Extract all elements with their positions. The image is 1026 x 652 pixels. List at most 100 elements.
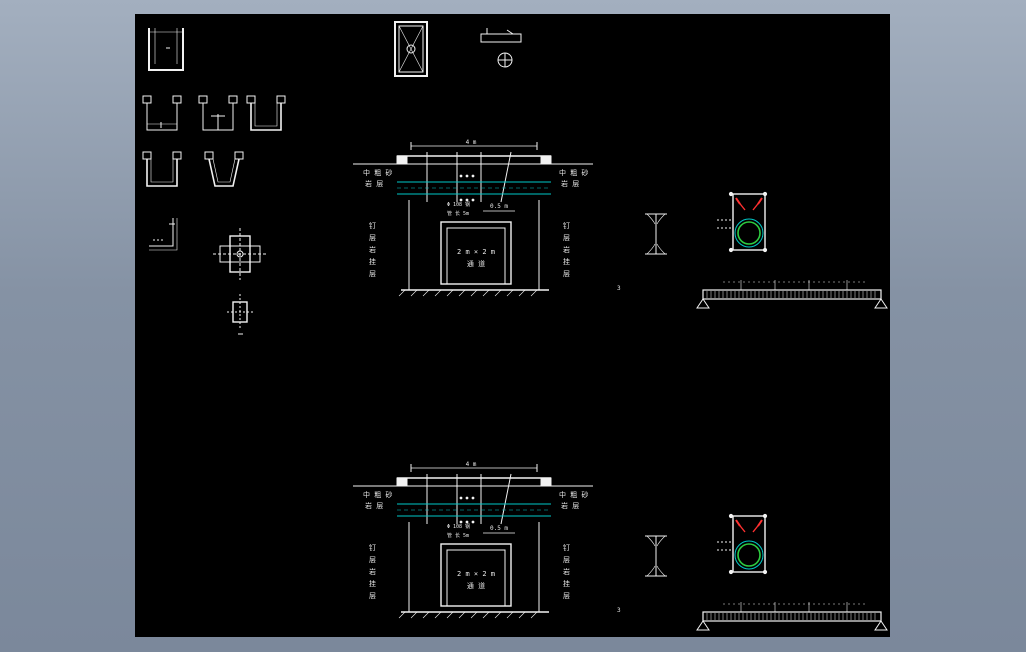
label-left-2: 岩 层 bbox=[365, 179, 383, 188]
pipe-inner bbox=[737, 221, 761, 245]
label-left-1: 中 粗 砂 bbox=[363, 490, 392, 499]
grout-dot bbox=[471, 496, 475, 500]
slab-end-right bbox=[540, 155, 552, 165]
base-hatch bbox=[458, 289, 466, 297]
tunnel-label-size: 2 m × 2 m bbox=[457, 248, 495, 256]
side-marker: 3 bbox=[617, 285, 621, 292]
base-hatch bbox=[518, 289, 526, 297]
base-hatch bbox=[530, 289, 538, 297]
grout-dot bbox=[465, 496, 469, 500]
anchor-detail bbox=[480, 28, 522, 68]
base-hatch bbox=[482, 289, 490, 297]
wall-left-label: 挂 bbox=[369, 257, 376, 266]
truss-body bbox=[702, 611, 882, 622]
pipe-brace bbox=[736, 199, 762, 211]
base-hatch bbox=[518, 611, 526, 619]
base-hatch bbox=[530, 611, 538, 619]
wall-right-label: 层 bbox=[563, 592, 570, 600]
grout-dot bbox=[465, 520, 469, 524]
pipe-outer bbox=[734, 218, 764, 248]
u-section-details-row2 bbox=[142, 151, 244, 187]
pipe-brace-tip bbox=[735, 519, 763, 527]
bracket-detail bbox=[149, 218, 178, 251]
label-right-2: 岩 层 bbox=[561, 501, 579, 510]
base-hatch bbox=[434, 611, 442, 619]
grout-dot bbox=[459, 198, 463, 202]
pipe-note-2: 管 长 5m bbox=[447, 532, 469, 539]
base-hatch bbox=[506, 289, 514, 297]
wall-left-label: 层 bbox=[369, 592, 376, 600]
grout-dot bbox=[459, 496, 463, 500]
pipe-note-1: Φ 108 钢 bbox=[447, 523, 470, 530]
channel-detail bbox=[148, 28, 184, 71]
pipe-frame-node bbox=[728, 513, 734, 519]
grout-dot bbox=[465, 198, 469, 202]
pipe-note-2: 管 长 5m bbox=[447, 210, 469, 217]
tunnel-label-name: 通 道 bbox=[467, 259, 485, 268]
label-right-2: 岩 层 bbox=[561, 179, 579, 188]
grout-dot bbox=[471, 520, 475, 524]
tunnel-inner bbox=[446, 549, 506, 607]
u-section-details-row1 bbox=[142, 95, 286, 131]
pipe-brace bbox=[736, 521, 762, 533]
base-hatch bbox=[446, 611, 454, 619]
wall-right-label: 层 bbox=[563, 234, 570, 242]
wall-right-label: 钉 bbox=[563, 543, 570, 552]
tunnel-inner bbox=[446, 227, 506, 285]
i-beam bbox=[645, 213, 667, 255]
joint-detail bbox=[213, 228, 267, 280]
grout-dot bbox=[459, 520, 463, 524]
base-hatch bbox=[458, 611, 466, 619]
support-left bbox=[696, 298, 710, 309]
base-hatch bbox=[470, 289, 478, 297]
pipe-frame bbox=[732, 193, 766, 251]
pipe-frame-node bbox=[762, 247, 768, 253]
dim-mid-label: 0.5 m bbox=[490, 525, 508, 532]
label-right-1: 中 粗 砂 bbox=[559, 490, 588, 499]
grout-dot bbox=[471, 198, 475, 202]
square-detail bbox=[227, 294, 253, 335]
pipe-frame-node bbox=[762, 569, 768, 575]
tunnel-label-name: 通 道 bbox=[467, 581, 485, 590]
base-hatch bbox=[482, 611, 490, 619]
dim-top-label: 4 m bbox=[466, 461, 477, 468]
wall-left-label: 层 bbox=[369, 556, 376, 564]
support-left bbox=[696, 620, 710, 631]
wall-right-label: 岩 bbox=[563, 567, 570, 576]
pipe-outer bbox=[734, 540, 764, 570]
base-hatch bbox=[494, 611, 502, 619]
pipe-note-1: Φ 108 钢 bbox=[447, 201, 470, 208]
i-beam-fillets bbox=[646, 535, 666, 577]
label-left-1: 中 粗 砂 bbox=[363, 168, 392, 177]
base-hatch bbox=[410, 611, 418, 619]
base-hatch bbox=[506, 611, 514, 619]
support-right bbox=[874, 620, 888, 631]
base-hatch bbox=[410, 289, 418, 297]
pipe-inner bbox=[737, 543, 761, 567]
tunnel-section-2: 4 m中 粗 砂岩 层中 粗 砂岩 层0.5 mΦ 108 钢管 长 5m2 m… bbox=[353, 461, 888, 631]
wall-right-label: 挂 bbox=[563, 257, 570, 266]
wall-right-label: 挂 bbox=[563, 579, 570, 588]
grout-dot bbox=[471, 174, 475, 178]
i-beam-fillets bbox=[646, 213, 666, 255]
pipe-frame-node bbox=[728, 569, 734, 575]
slab-end-left bbox=[396, 477, 408, 487]
plate-detail bbox=[394, 21, 428, 77]
base-hatch bbox=[398, 289, 406, 297]
grout-dot bbox=[465, 174, 469, 178]
tunnel-section-1: 4 m中 粗 砂岩 层中 粗 砂岩 层0.5 mΦ 108 钢管 长 5m2 m… bbox=[353, 139, 888, 309]
pipe-frame-node bbox=[762, 513, 768, 519]
i-beam bbox=[645, 535, 667, 577]
pipe-frame-node bbox=[728, 247, 734, 253]
base-hatch bbox=[470, 611, 478, 619]
base-hatch bbox=[434, 289, 442, 297]
wall-left-label: 岩 bbox=[369, 567, 376, 576]
wall-right-label: 钉 bbox=[563, 221, 570, 230]
slab-end-right bbox=[540, 477, 552, 487]
wall-right-label: 层 bbox=[563, 270, 570, 278]
pipe-frame-node bbox=[762, 191, 768, 197]
label-left-2: 岩 层 bbox=[365, 501, 383, 510]
base-hatch bbox=[422, 611, 430, 619]
pipe-frame-node bbox=[728, 191, 734, 197]
